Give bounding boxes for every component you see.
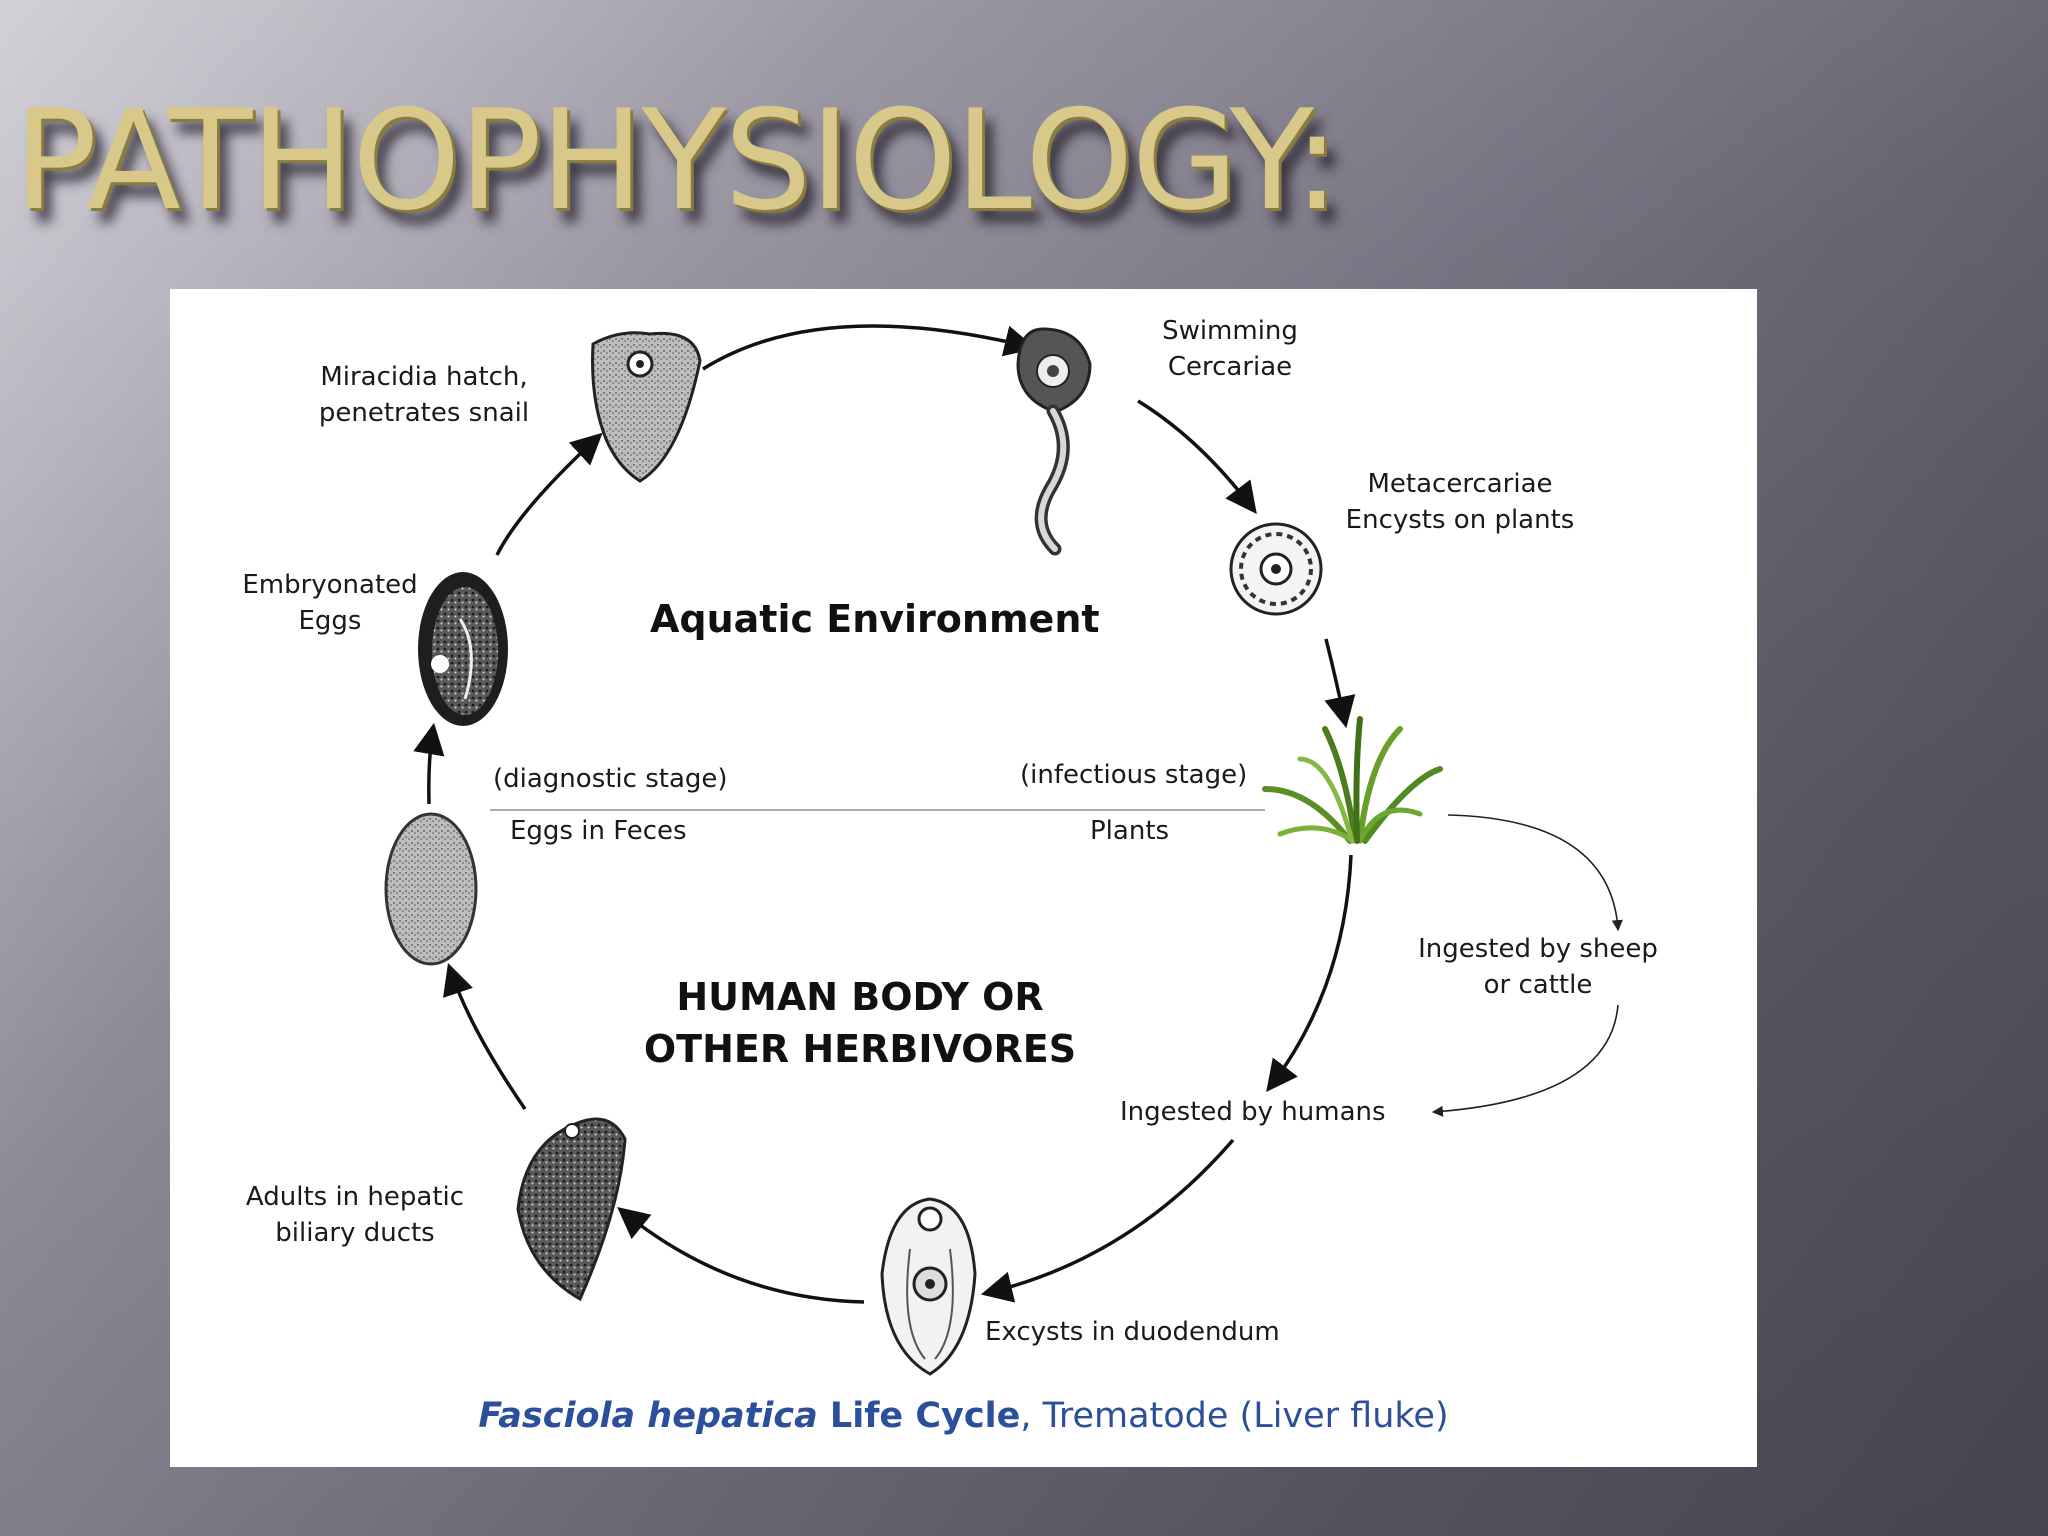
arrow-adults-to-eggs (450, 969, 525, 1109)
embryonated-eggs-label: Embryonated Eggs (210, 567, 450, 639)
ingested-by-sheep-label: Ingested by sheep or cattle (1368, 931, 1708, 1003)
metacercaria-icon (1231, 524, 1321, 614)
arrow-miracidia-to-cercariae (703, 326, 1030, 369)
arrow-plants-to-sheep (1448, 815, 1618, 929)
arrow-sheep-to-humans (1434, 1005, 1618, 1112)
miracidia-label: Miracidia hatch, penetrates snail (274, 359, 574, 431)
arrow-ingested-to-excysts (987, 1140, 1233, 1293)
arrow-metacercariae-to-plants (1326, 639, 1345, 722)
cercariae-label: Swimming Cercariae (1130, 313, 1330, 385)
arrow-excysts-to-adults (622, 1211, 864, 1302)
adults-label: Adults in hepatic biliary ducts (230, 1179, 480, 1251)
infectious-stage-label: (infectious stage) (1020, 757, 1247, 793)
life-cycle-diagram: Miracidia hatch, penetrates snail Swimmi… (170, 289, 1757, 1467)
adult-fluke-icon (518, 1119, 625, 1299)
eggs-in-feces-label: Eggs in Feces (510, 813, 687, 849)
excysts-label: Excysts in duodendum (985, 1314, 1280, 1350)
human-body-label: HUMAN BODY OR OTHER HERBIVORES (640, 971, 1080, 1075)
caption-rest: , Trematode (Liver fluke) (1020, 1396, 1448, 1436)
miracidium-icon (593, 333, 700, 481)
aquatic-environment-label: Aquatic Environment (650, 593, 1070, 645)
juvenile-fluke-icon (882, 1199, 975, 1374)
plants-label: Plants (1090, 813, 1169, 849)
caption-life-cycle: Life Cycle (818, 1396, 1021, 1436)
arrow-embryonated-to-miracidia (497, 437, 598, 555)
metacercariae-label: Metacercariae Encysts on plants (1320, 466, 1600, 538)
diagram-caption: Fasciola hepatica Life Cycle, Trematode … (170, 1396, 1757, 1436)
arrow-eggs-to-embryonated (429, 729, 433, 804)
egg-in-feces-icon (386, 814, 476, 964)
arrow-plants-to-ingested (1270, 855, 1351, 1087)
diagnostic-stage-label: (diagnostic stage) (493, 761, 728, 797)
arrow-cercariae-to-metacercariae (1138, 401, 1253, 509)
cercaria-icon (1018, 329, 1090, 549)
caption-species: Fasciola hepatica (478, 1396, 817, 1436)
slide-title: PATHOPHYSIOLOGY: (14, 92, 1338, 230)
ingested-by-humans-label: Ingested by humans (1120, 1094, 1386, 1130)
grass-plant-icon (1265, 719, 1440, 841)
